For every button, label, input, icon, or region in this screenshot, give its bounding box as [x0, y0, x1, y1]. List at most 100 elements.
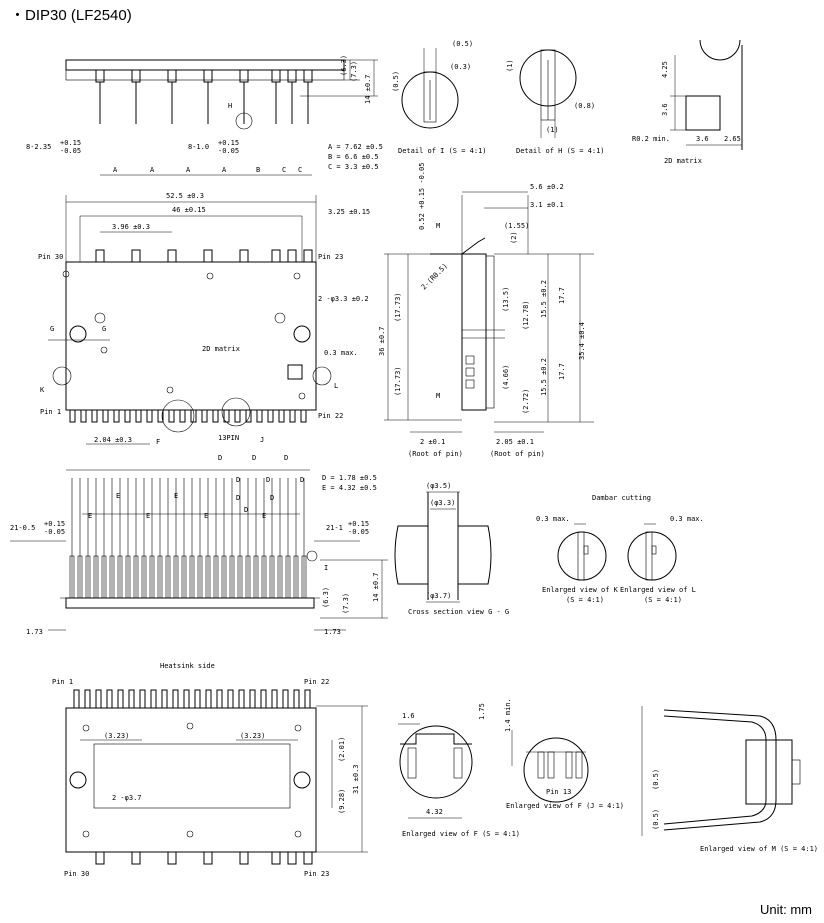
legend-label: B = 6.6 ±0.5: [328, 153, 379, 161]
lead-body: [165, 555, 171, 599]
lead-body: [85, 555, 91, 599]
callout-label: M: [436, 222, 440, 230]
detail-caption: Detail of H (S = 4:1): [516, 147, 605, 155]
pin-bottom: [168, 409, 175, 423]
dim-label: (1): [546, 126, 559, 134]
pin-top: [303, 249, 313, 263]
pin-bottom: [91, 409, 98, 423]
dim-label: 8-1.0: [188, 143, 209, 151]
pin-top: [84, 689, 91, 709]
pitch-label: E: [174, 492, 178, 500]
lead-body: [277, 555, 283, 599]
detail-caption: 2D matrix: [664, 157, 702, 165]
dim-label: (6.3): [340, 55, 348, 76]
dim-label: (2.01): [338, 737, 346, 762]
dim-label: 2.04 ±0.3: [94, 436, 132, 444]
pin-bottom: [135, 409, 142, 423]
dim-label: 52.5 ±0.3: [166, 192, 204, 200]
dim-label: 1.4 min.: [504, 698, 512, 732]
dim-label: (1.55): [504, 222, 529, 230]
dim-label: 14 ±0.7: [372, 572, 380, 602]
enlarged-view-F: [398, 723, 473, 819]
pitch-label: A: [222, 166, 227, 174]
dim-label: (17.73): [394, 366, 402, 396]
lead-body: [253, 555, 259, 599]
lead-body: [301, 555, 307, 599]
enlarged-view-J: [511, 730, 589, 803]
view-caption: Enlarged view of M (S = 4:1): [700, 845, 818, 853]
pin-bottom: [113, 409, 120, 423]
lead-body: [245, 555, 251, 599]
pin-bottom: [203, 851, 213, 865]
detail-H: [519, 49, 577, 138]
dim-label: 35.4 ±0.4: [578, 322, 586, 360]
dim-label: (7.3): [342, 593, 350, 614]
pin-bottom: [245, 409, 252, 423]
pitch-label: E: [262, 512, 266, 520]
lead-body: [181, 555, 187, 599]
pin-top: [167, 249, 177, 263]
lead-body: [157, 555, 163, 599]
pin-top: [161, 689, 168, 709]
lead-body: [293, 555, 299, 599]
dim-label: 31 ±0.3: [352, 764, 360, 794]
callout-label: 2D matrix: [202, 345, 240, 353]
pin-label: Pin 1: [40, 408, 61, 416]
pin-top: [150, 689, 157, 709]
legend-label: D = 1.78 ±0.5: [322, 474, 377, 482]
pin-bottom: [102, 409, 109, 423]
pin-bottom: [146, 409, 153, 423]
pin-bottom: [201, 409, 208, 423]
pin-top: [128, 689, 135, 709]
pin-bottom: [271, 851, 281, 865]
dim-label: 1.73: [26, 628, 43, 636]
dim-label: -0.05: [348, 528, 369, 536]
pin-label: Pin 30: [64, 870, 89, 878]
pin-top: [106, 689, 113, 709]
pin-top: [239, 249, 249, 263]
legend-label: E = 4.32 ±0.5: [322, 484, 377, 492]
pin-bottom: [131, 851, 141, 865]
dim-label: +0.15: [44, 520, 65, 528]
lead-body: [69, 555, 75, 599]
lead-body: [101, 555, 107, 599]
dim-label: +0.15: [348, 520, 369, 528]
legend-label: A = 7.62 ±0.5: [328, 143, 383, 151]
dim-label: 2.05 ±0.1: [496, 438, 534, 446]
dim-label: 15.5 ±0.2: [540, 280, 548, 318]
pin-top: [249, 689, 256, 709]
dim-label: 2 ±0.1: [420, 438, 445, 446]
lead-body: [149, 555, 155, 599]
view-caption: (S = 4:1): [644, 596, 682, 604]
dim-label: 4.32: [426, 808, 443, 816]
dim-label: (1): [506, 59, 514, 72]
page-title: ・DIP30 (LF2540): [10, 7, 132, 24]
lead-body: [269, 555, 275, 599]
pin-top: [203, 249, 213, 263]
pin-bottom: [287, 851, 297, 865]
dim-label: 4.25: [661, 61, 669, 78]
legend-label: C = 3.3 ±0.5: [328, 163, 379, 171]
dim-label: -0.05: [218, 147, 239, 155]
pin-bottom: [157, 409, 164, 423]
pin-label: Pin 30: [38, 253, 63, 261]
detail-caption: Detail of I (S = 4:1): [398, 147, 487, 155]
dim-label: 3.1 ±0.1: [530, 201, 564, 209]
pin-label: Pin 22: [318, 412, 343, 420]
dim-label: (2): [510, 231, 518, 244]
pitch-label: E: [204, 512, 208, 520]
lead-body: [77, 555, 83, 599]
lead-body: [109, 555, 115, 599]
view-caption: Cross section view G - G: [408, 608, 509, 616]
2d-matrix-detail: [670, 39, 743, 150]
dim-label: (17.73): [394, 292, 402, 322]
callout-label: L: [334, 382, 338, 390]
dim-label: (0.5): [652, 769, 660, 790]
pin-top: [293, 689, 300, 709]
dim-label: (12.78): [522, 300, 530, 330]
pin-bottom: [167, 851, 177, 865]
heatsink-view: [65, 689, 368, 865]
pin-label: Pin 1: [52, 678, 73, 686]
dim-label: (0.5): [652, 809, 660, 830]
callout-label: H: [228, 102, 232, 110]
